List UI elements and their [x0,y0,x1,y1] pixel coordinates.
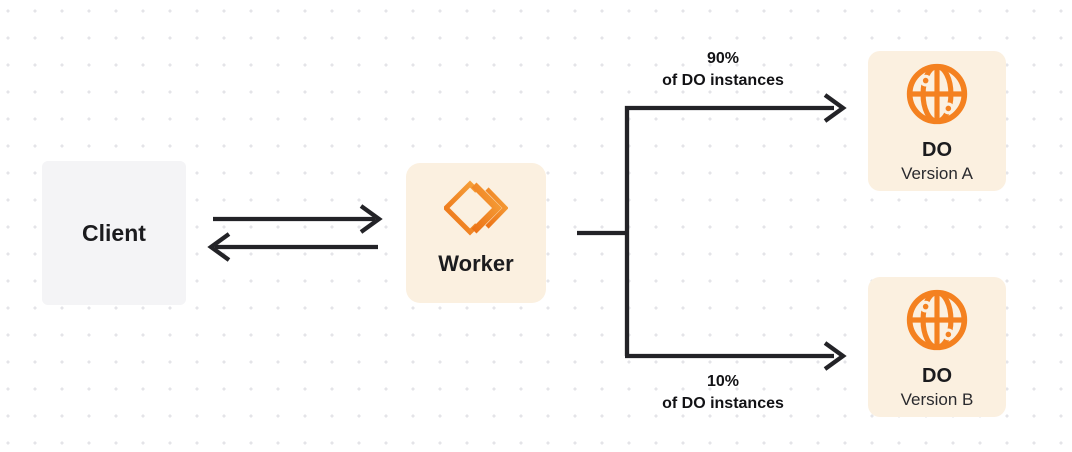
worker-to-client-arrow [207,232,378,262]
client-to-worker-arrow [213,204,383,234]
do-b-subtitle: Version B [900,390,974,409]
branch-a-label: 90% of DO instances [617,48,829,92]
worker-label: Worker [438,251,514,276]
workers-logo-icon [442,179,509,237]
branch-a-arrow [823,93,847,123]
branch-b-arrow [625,341,847,371]
branch-a-caption: of DO instances [662,72,784,89]
do-a-title: DO [922,139,952,161]
globe-icon [904,287,970,353]
do-version-b-node: DO Version B [868,277,1006,417]
worker-branch-connector [577,105,834,356]
branch-b-caption: of DO instances [662,395,784,412]
client-node: Client [42,161,186,305]
do-b-title: DO [922,365,952,387]
globe-icon [904,61,970,127]
do-version-a-node: DO Version A [868,51,1006,191]
branch-a-percent: 90% [706,50,740,67]
client-label: Client [82,219,146,246]
branch-b-label: 10% of DO instances [617,371,829,415]
worker-node: Worker [406,163,546,303]
branch-b-percent: 10% [706,373,740,390]
do-a-subtitle: Version A [901,164,973,183]
